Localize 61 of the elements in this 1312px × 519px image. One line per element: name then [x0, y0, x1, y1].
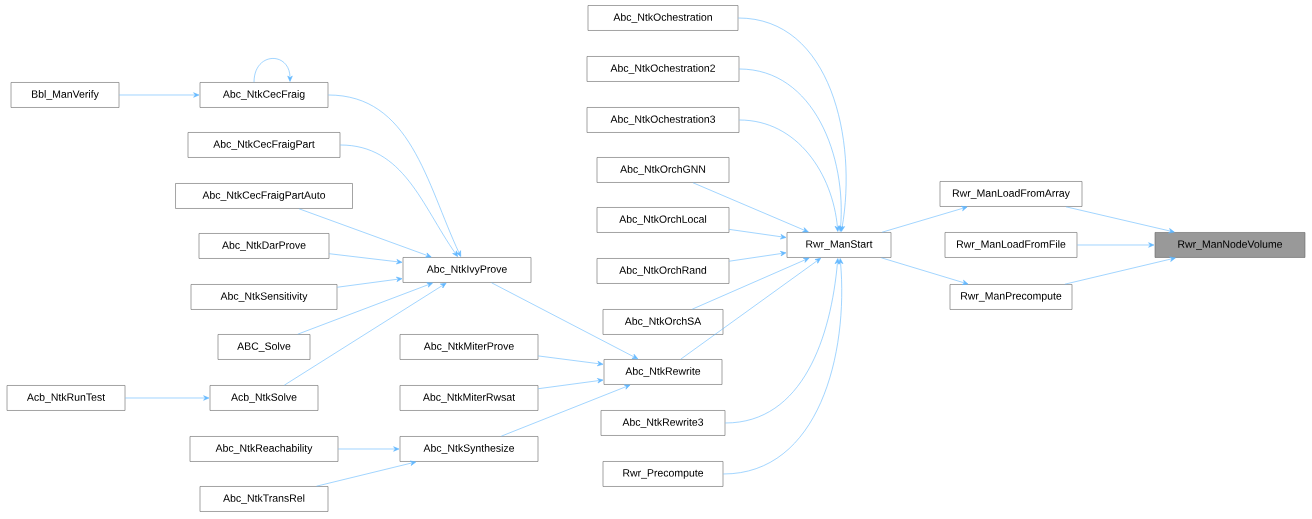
arrow — [729, 229, 787, 240]
function-box: Abc_NtkCecFraigPart — [187, 132, 341, 158]
function-box: Abc_NtkSensitivity — [190, 284, 338, 310]
arrow — [253, 58, 293, 83]
arrow — [338, 446, 400, 452]
function-box: Abc_NtkOrchSA — [602, 309, 724, 335]
function-box: Rwr_ManPrecompute — [949, 284, 1073, 310]
arrow — [538, 355, 604, 367]
arrow — [1065, 206, 1175, 234]
arrow — [500, 384, 631, 437]
arrow — [337, 276, 403, 288]
function-box: Abc_NtkMiterRwsat — [399, 385, 539, 411]
function-box: ABC_Solve — [217, 334, 311, 360]
function-box: Abc_NtkIvyProve — [402, 257, 532, 283]
arrow — [328, 94, 462, 257]
arrow — [297, 282, 433, 335]
arrow — [738, 17, 847, 232]
function-box: Abc_NtkCecFraig — [199, 82, 329, 108]
function-box: Abc_NtkOrchGNN — [596, 157, 730, 183]
arrow — [283, 282, 447, 386]
arrow — [723, 258, 844, 475]
arrow — [340, 144, 458, 257]
arrow — [729, 251, 787, 262]
function-box: Abc_NtkDarProve — [198, 233, 330, 259]
function-box: Rwr_ManNodeVolume — [1154, 232, 1306, 258]
arrow — [881, 206, 968, 233]
arrow — [491, 282, 639, 360]
function-box: Rwr_Precompute — [602, 461, 724, 487]
arrow — [119, 92, 200, 98]
arrow — [1064, 256, 1176, 285]
function-box: Rwr_ManStart — [786, 232, 892, 258]
arrow — [329, 253, 403, 265]
arrow — [739, 119, 840, 232]
arrow — [691, 257, 810, 310]
function-box: Abc_NtkTransRel — [199, 486, 329, 512]
function-box: Abc_NtkRewrite — [603, 359, 723, 385]
function-box: Bbl_ManVerify — [10, 82, 120, 108]
function-box: Abc_NtkCecFraigPartAuto — [175, 183, 353, 209]
arrow — [125, 395, 210, 401]
function-box: Acb_NtkRunTest — [6, 385, 126, 411]
arrow — [881, 257, 969, 285]
arrow — [298, 208, 432, 258]
arrow — [316, 460, 417, 487]
function-box: Abc_NtkOrchLocal — [596, 207, 730, 233]
function-box: Abc_NtkOchestration — [587, 5, 739, 31]
function-box: Abc_NtkOrchRand — [596, 258, 730, 284]
arrow — [725, 258, 840, 424]
function-box: Abc_NtkRewrite3 — [600, 410, 726, 436]
function-box: Rwr_ManLoadFromFile — [944, 232, 1078, 258]
arrow — [538, 378, 604, 389]
function-box: Abc_NtkReachability — [189, 436, 339, 462]
arrow — [739, 68, 844, 232]
function-box: Abc_NtkMiterProve — [399, 334, 539, 360]
arrow — [692, 182, 809, 233]
arrow — [1077, 242, 1155, 248]
function-box: Rwr_ManLoadFromArray — [939, 181, 1083, 207]
arrow — [680, 257, 821, 360]
function-box: Abc_NtkOchestration2 — [586, 56, 740, 82]
function-box: Abc_NtkOchestration3 — [586, 107, 740, 133]
function-box: Acb_NtkSolve — [209, 385, 319, 411]
function-box: Abc_NtkSynthesize — [399, 436, 539, 462]
